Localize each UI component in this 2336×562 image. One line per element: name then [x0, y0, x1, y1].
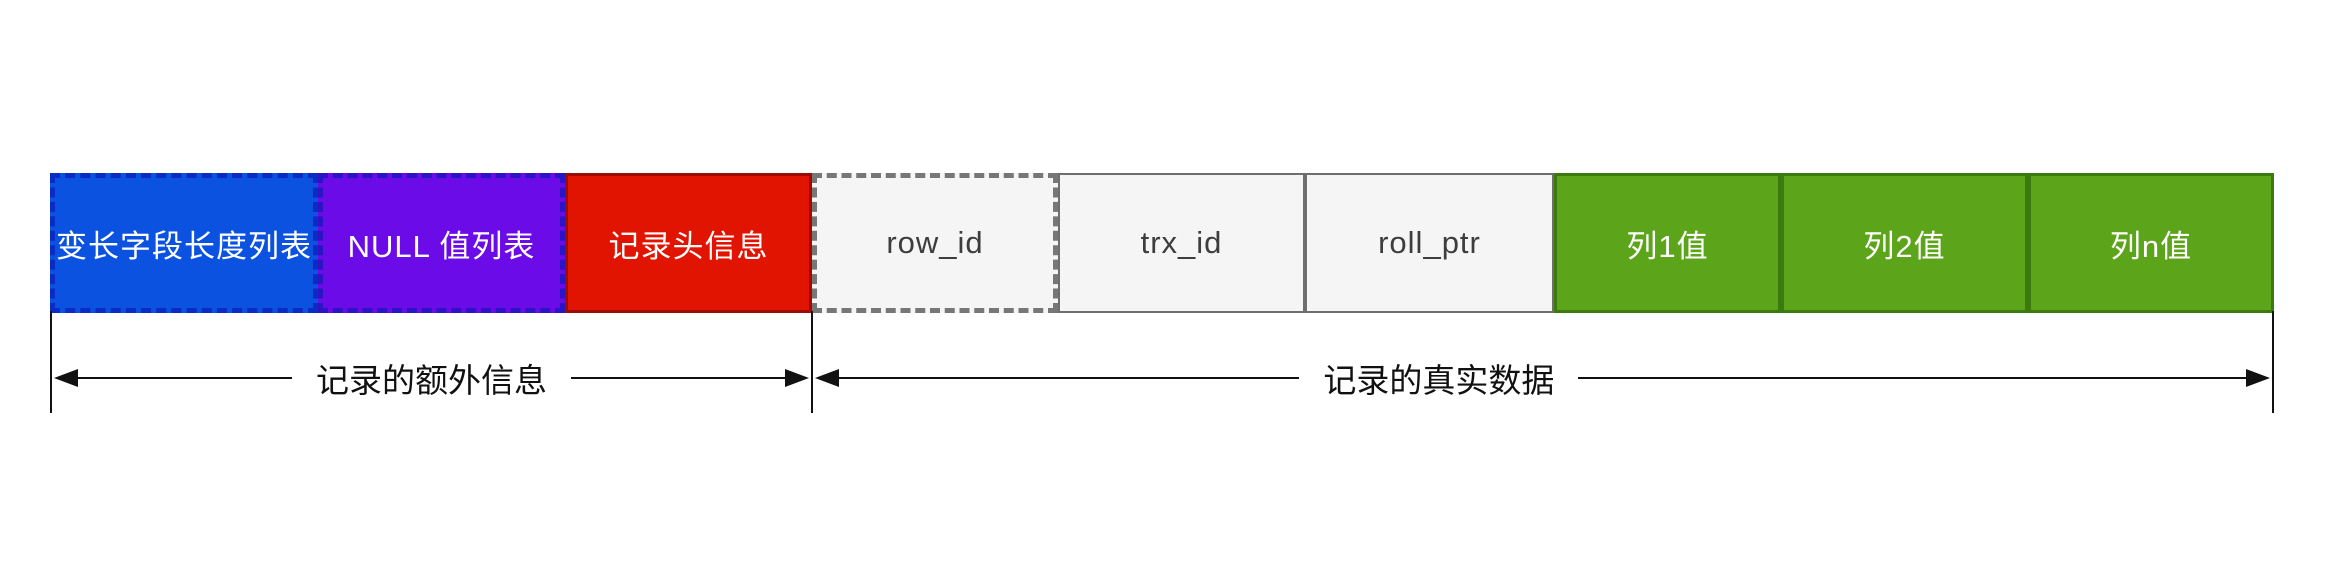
- arrow-line: [839, 377, 1300, 379]
- arrow-line: [1578, 377, 2246, 379]
- real-data-label: 记录的真实数据: [1323, 362, 1555, 399]
- box-trx-id: trx_id: [1058, 173, 1305, 313]
- box-roll-ptr: roll_ptr: [1305, 173, 1554, 313]
- arrow-line: [78, 377, 292, 379]
- record-box-row: 变长字段长度列表 NULL 值列表 记录头信息 row_id trx_id ro…: [50, 173, 2274, 313]
- extra-info-label: 记录的额外信息: [316, 362, 547, 399]
- box-varlen-field-length-list: 变长字段长度列表: [50, 173, 318, 313]
- box-record-header-info: 记录头信息: [565, 173, 812, 313]
- section-tick-right: [2272, 311, 2274, 413]
- arrow-line: [571, 377, 785, 379]
- arrow-right-head-icon: [785, 369, 809, 387]
- arrow-right-head-icon: [2246, 369, 2270, 387]
- arrow-left-head-icon: [815, 369, 839, 387]
- box-columnn-value: 列n值: [2028, 173, 2274, 313]
- box-row-id: row_id: [812, 173, 1058, 313]
- box-column2-value: 列2值: [1781, 173, 2028, 313]
- section-tick-left: [50, 311, 52, 413]
- section-tick-middle: [811, 311, 813, 413]
- extra-info-dimension-arrow: 记录的额外信息: [54, 361, 809, 399]
- arrow-left-head-icon: [54, 369, 78, 387]
- box-null-value-list: NULL 值列表: [318, 173, 565, 313]
- real-data-dimension-arrow: 记录的真实数据: [815, 361, 2270, 399]
- box-column1-value: 列1值: [1554, 173, 1781, 313]
